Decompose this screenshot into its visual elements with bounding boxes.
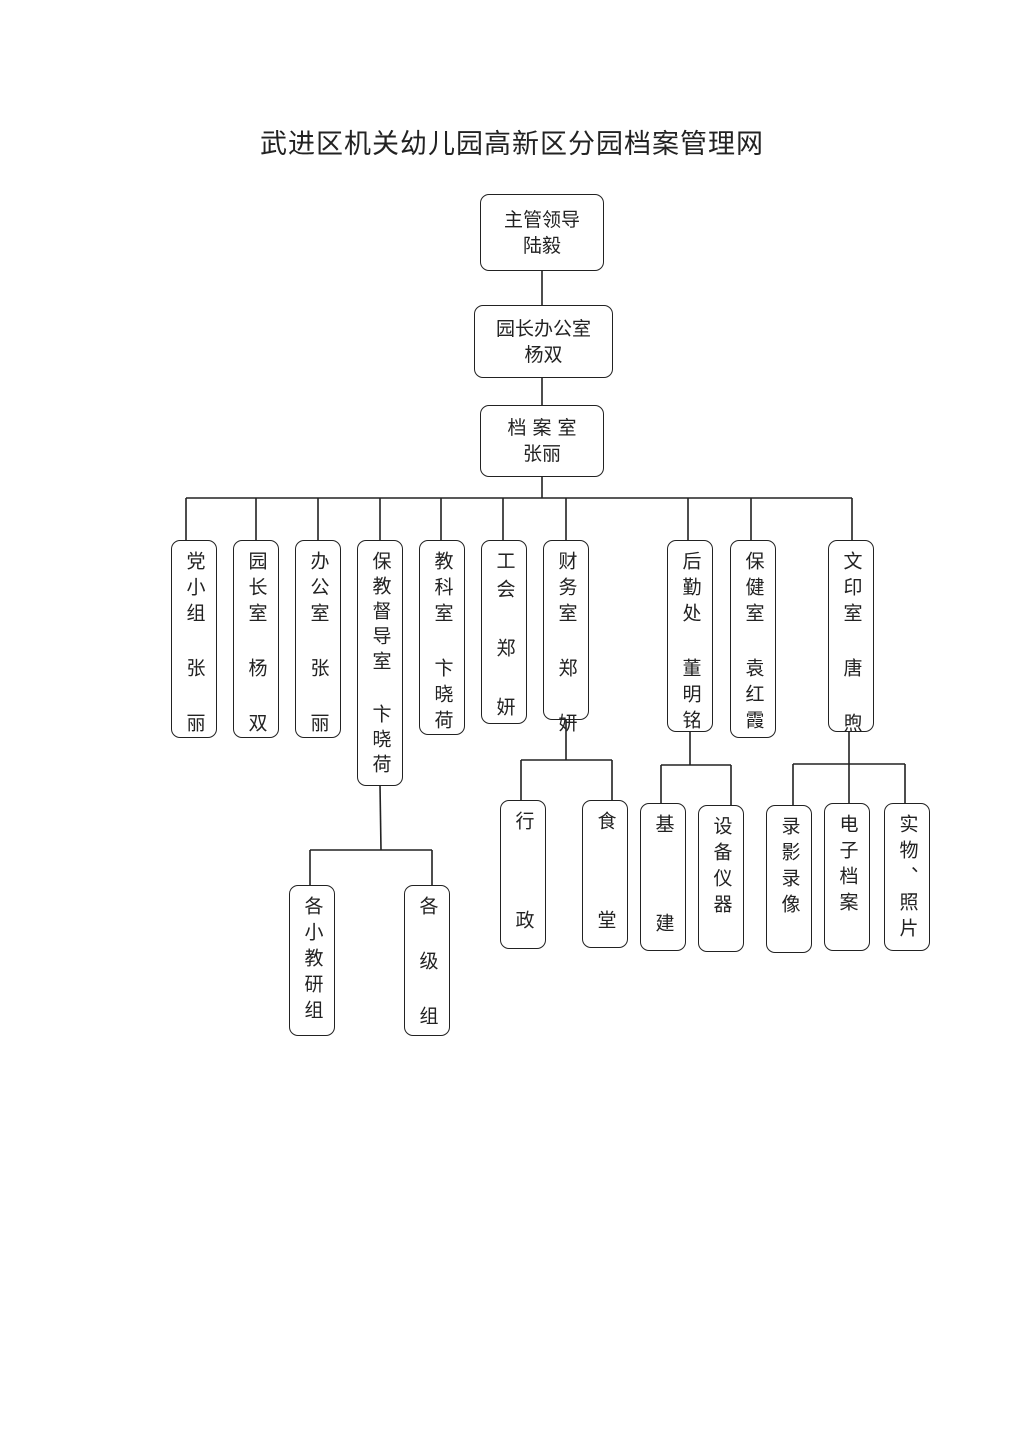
sub-administration: 行 政 [500, 800, 546, 949]
dept-label: 保教督导室 卞晓荷 [369, 551, 392, 779]
sub-label: 基 建 [652, 814, 675, 944]
dept-printing: 文印室 唐 煦 [828, 540, 874, 739]
dept-office: 办公室 张 丽 [295, 540, 341, 739]
sub-canteen: 食 堂 [582, 800, 628, 948]
sub-label: 录影录像 [778, 816, 801, 920]
chart-title: 武进区机关幼儿园高新区分园档案管理网 [260, 129, 764, 160]
node-archive-room: 档 案 室 张丽 [480, 405, 604, 477]
sub-label: 设备仪器 [710, 816, 733, 920]
sub-electronic-archives: 电子档案 [824, 803, 870, 951]
caiwu-connector [520, 719, 613, 800]
dept-health: 保健室 袁红霞 [730, 540, 776, 738]
node-person: 杨双 [524, 343, 563, 366]
sub-video-records: 录影录像 [766, 805, 812, 953]
dept-principal-room: 园长室 杨 双 [233, 540, 279, 739]
sub-label: 各小教研组 [301, 896, 324, 1026]
dept-label: 财务室 郑 妍 [555, 551, 578, 739]
node-role: 主管领导 [503, 208, 580, 231]
baojiao-connector [309, 784, 433, 885]
dept-research: 教科室 卞晓荷 [419, 540, 465, 736]
dept-label: 后勤处 董明铭 [679, 551, 702, 736]
dept-label: 教科室 卞晓荷 [431, 551, 454, 736]
sub-label: 电子档案 [836, 814, 859, 918]
dept-union: 工会 郑 妍 [481, 540, 527, 725]
sub-grade-groups: 各 级 组 [404, 885, 450, 1036]
node-role: 园长办公室 [495, 317, 591, 340]
dept-finance: 财务室 郑 妍 [543, 540, 589, 739]
sub-objects-photos: 实物、照片 [884, 803, 930, 951]
node-role: 档 案 室 [507, 417, 577, 439]
dept-logistics: 后勤处 董明铭 [667, 540, 713, 736]
dept-label: 办公室 张 丽 [307, 551, 330, 739]
sub-label: 实物、照片 [896, 814, 919, 944]
dept-care-education: 保教督导室 卞晓荷 [357, 540, 403, 786]
node-supervisor: 主管领导 陆毅 [480, 194, 604, 271]
sub-label: 各 级 组 [416, 896, 439, 1032]
dept-label: 工会 郑 妍 [493, 551, 516, 725]
node-person: 张丽 [522, 443, 561, 465]
dept-label: 党小组 张 丽 [183, 551, 206, 739]
sub-label: 行 政 [512, 811, 535, 941]
sub-infrastructure: 基 建 [640, 803, 686, 951]
department-drops [185, 498, 853, 540]
sub-label: 食 堂 [594, 811, 617, 941]
dept-label: 园长室 杨 双 [245, 551, 268, 739]
sub-equipment: 设备仪器 [698, 805, 744, 952]
dept-label: 保健室 袁红霞 [742, 551, 765, 736]
wenyin-connector [792, 731, 906, 805]
dept-party-group: 党小组 张 丽 [171, 540, 217, 739]
sub-teaching-research-groups: 各小教研组 [289, 885, 335, 1036]
node-person: 陆毅 [522, 234, 561, 257]
houqin-connector [660, 731, 732, 805]
dept-label: 文印室 唐 煦 [840, 551, 863, 739]
node-principal-office: 园长办公室 杨双 [474, 305, 613, 378]
